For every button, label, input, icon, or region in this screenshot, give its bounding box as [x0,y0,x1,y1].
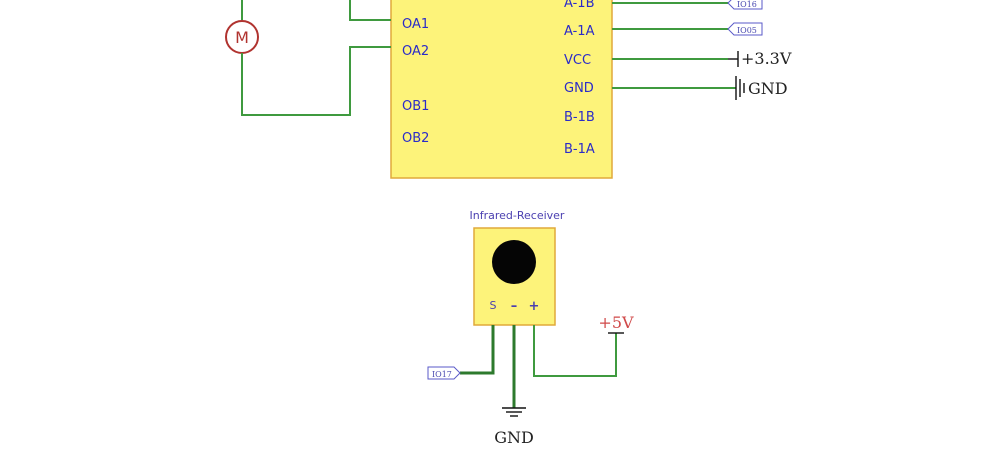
wire-oa1 [349,0,391,21]
pin-ob2: OB2 [402,131,429,146]
pin-gnd: GND [564,81,594,96]
net-port-io05-label: IO05 [737,26,757,35]
wire-ir-vcc [533,325,617,377]
pin-a-1b: A-1B [564,0,595,11]
motor-driver-module[interactable] [390,0,613,179]
pin-vcc: VCC [564,53,591,68]
pin-oa1: OA1 [402,17,429,32]
pin-ob1: OB1 [402,99,429,114]
net-port-io17[interactable] [427,366,461,380]
ir-gnd-label: GND [494,428,534,447]
vcc-label: +3.3V [741,49,792,68]
wire-ir-signal [460,325,495,375]
gnd-right-label: GND [748,79,788,98]
wire-oa2 [241,46,391,116]
motor-label: M [235,28,249,47]
net-port-io16-label: IO16 [737,0,757,9]
pin-a-1a: A-1A [564,24,595,39]
ir-sensor-icon [492,240,536,284]
ir-receiver-title: Infrared-Receiver [470,209,565,222]
ir-vcc-label: +5V [598,313,634,332]
ground-icon [735,76,745,100]
ir-pin-plus: + [529,299,540,314]
net-port-io05[interactable] [727,22,763,36]
pin-oa2: OA2 [402,44,429,59]
ir-pin-minus: – [511,299,518,314]
ground-icon-bottom [502,407,526,417]
net-port-io16[interactable] [727,0,763,10]
ir-pin-s: S [490,299,497,312]
pin-b-1b: B-1B [564,110,595,125]
net-port-io17-label: IO17 [432,370,452,379]
pin-b-1a: B-1A [564,142,595,157]
